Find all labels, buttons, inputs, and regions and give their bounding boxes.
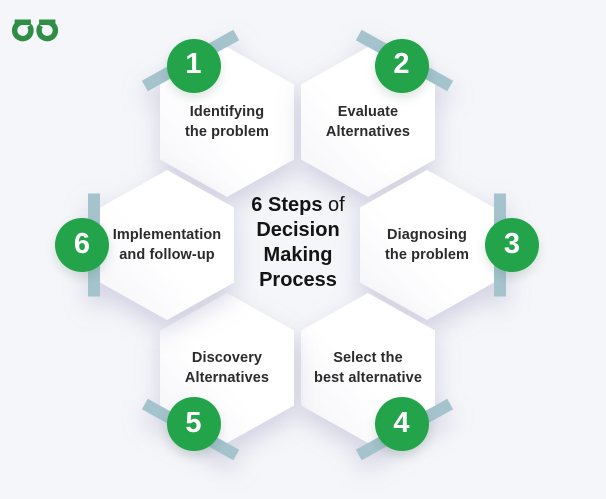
step-label-2: Evaluate Alternatives [325, 104, 411, 140]
hexagon-step-6: Implementation and follow-up 6 [55, 170, 234, 320]
step-number-4: 4 [393, 406, 410, 439]
step-number-5: 5 [185, 406, 202, 439]
hexagon-step-3: Diagnosing the problem 3 [360, 170, 539, 320]
step-number-2: 2 [393, 48, 410, 81]
step-label-3: Diagnosing the problem [384, 227, 470, 263]
hexagon-step-1: Identifying the problem 1 [141, 29, 294, 197]
step-number-6: 6 [73, 227, 91, 260]
step-number-1: 1 [185, 48, 202, 81]
hexagon-shape [360, 170, 494, 320]
step-number-badge-5: 5 [166, 397, 221, 452]
geeksforgeeks-logo-icon [11, 19, 59, 42]
title-line-3: Making [263, 244, 333, 266]
step-number-badge-6: 6 [55, 218, 109, 272]
step-number-badge-3: 3 [485, 218, 539, 272]
hexagon-step-2: Evaluate Alternatives 2 [301, 29, 454, 197]
hexagon-step-5: Discovery Alternatives 5 [141, 293, 294, 461]
hexagon-shape [100, 170, 234, 320]
step-number-badge-4: 4 [374, 397, 429, 452]
diagram-title: 6 Steps of Decision Making Process [213, 193, 383, 293]
step-number-badge-2: 2 [374, 38, 429, 93]
step-label-6: Implementation and follow-up [112, 227, 222, 263]
step-label-4: Select the best alternative [314, 350, 422, 386]
step-label-5: Discovery Alternatives [184, 350, 270, 386]
title-line-1: 6 Steps of [251, 194, 345, 216]
step-number-badge-1: 1 [166, 38, 221, 93]
step-label-1: Identifying the problem [184, 104, 270, 140]
hexagon-step-4: Select the best alternative 4 [301, 293, 454, 461]
step-number-3: 3 [503, 227, 521, 260]
title-line-4: Process [259, 269, 337, 291]
title-line-2: Decision [256, 219, 340, 241]
